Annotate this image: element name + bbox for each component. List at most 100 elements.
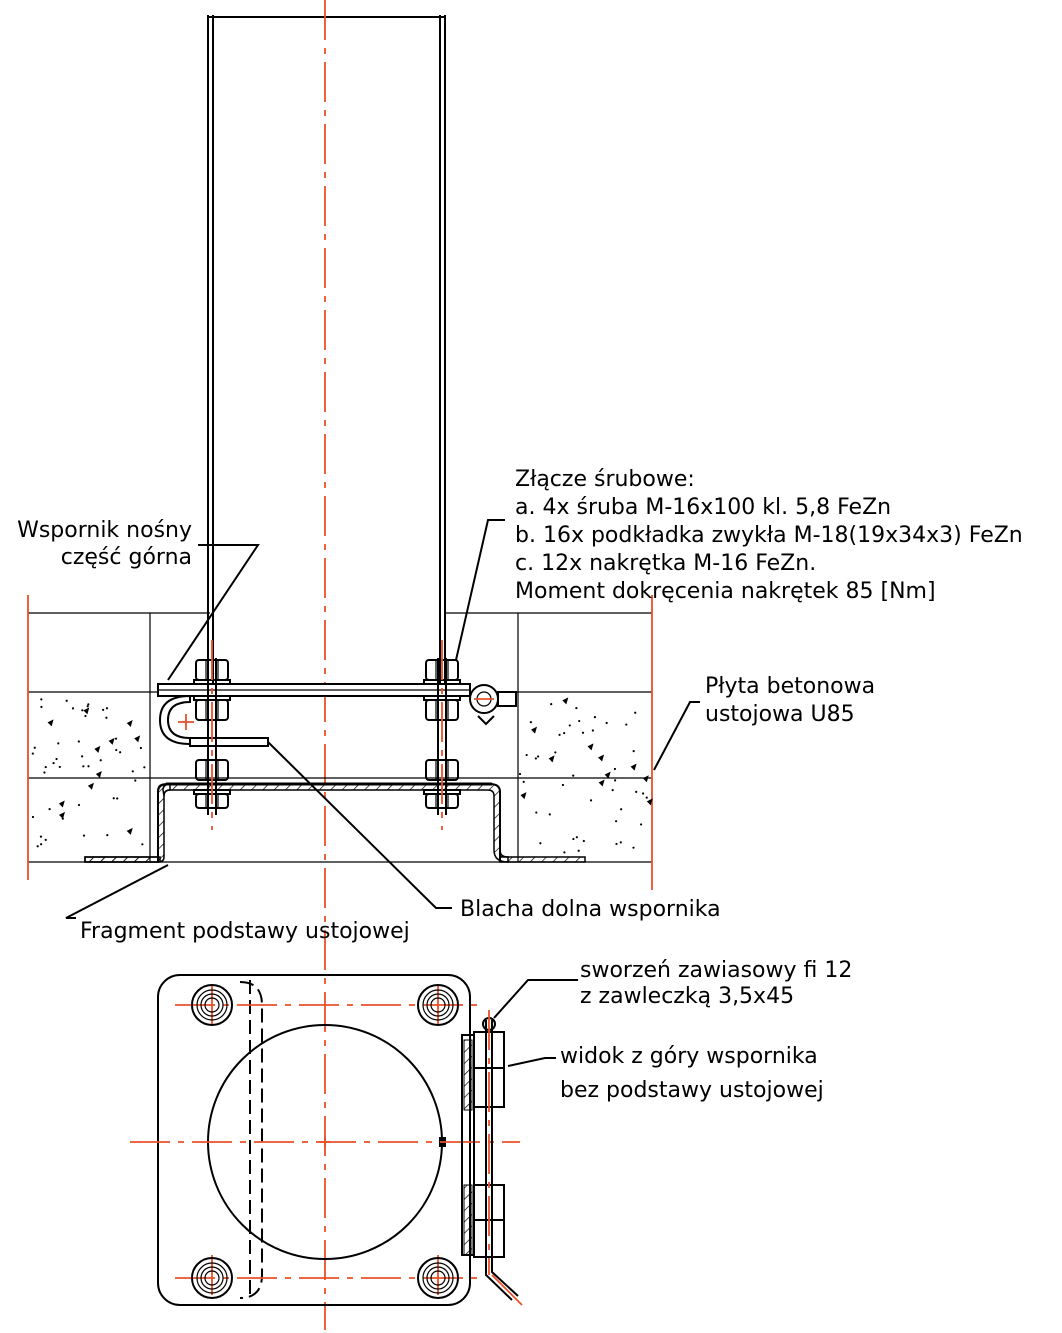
leaders [65,519,700,919]
concrete-speck [99,759,102,762]
washer [423,679,461,685]
concrete-speck [71,707,75,710]
hinge-strip [461,1010,523,1306]
concrete-speck [568,724,571,727]
concrete-speck [61,817,64,820]
concrete-aggregate [83,707,90,715]
bolt-head [191,1257,233,1299]
concrete-speck [634,711,637,714]
concrete-speck [632,846,635,849]
concrete-speck [82,834,86,837]
concrete-speck [593,715,597,719]
concrete-speck [589,799,593,802]
concrete-speck [613,767,617,771]
base-fragment-label: Fragment podstawy ustojowej [80,919,410,944]
concrete-aggregate [598,754,605,762]
concrete-speck [119,751,122,754]
concrete-speck [77,740,80,743]
concrete-speck [578,719,581,723]
bracket-upper-label-1: Wspornik nośny [17,518,192,543]
concrete-speck [522,780,525,783]
concrete-aggregate [630,763,637,771]
concrete-speck [112,797,115,800]
concrete-speck [87,703,90,706]
bolts [193,640,461,830]
concrete-speck [82,765,85,768]
concrete-speck [139,746,142,750]
concrete-speck [645,796,648,799]
concrete-speck [87,765,90,768]
topview-leader [507,1057,556,1067]
top-bolts [191,984,459,1299]
concrete-speck [131,770,134,773]
concrete-aggregate [108,737,115,745]
concrete-speck [39,843,43,846]
bolt-head [191,984,233,1026]
pin-label-1: sworzeń zawiasowy fi 12 [580,958,852,983]
concrete-speck [115,748,118,752]
bolt-axis-marks [178,698,494,730]
concrete-speck [105,707,109,710]
bolt-header: Złącze śrubowe: [515,467,695,492]
concrete-speck [65,699,68,702]
top-view-label-1: widok z góry wspornika [560,1044,818,1069]
bracket-upper-label-2: część górna [61,545,192,570]
concrete-speck [575,706,578,710]
concrete-speck [518,772,522,776]
concrete-speck [81,755,84,758]
concrete-speck [641,792,645,795]
top-plate [157,974,471,1306]
concrete-speck [57,742,60,745]
concrete-aggregate [126,827,133,835]
concrete-speck [539,842,542,845]
concrete-aggregate [646,798,653,806]
concrete-aggregate [47,719,54,727]
concrete-speck [143,766,146,769]
concrete-speck [40,698,43,701]
slab-label-1: Płyta betonowa [705,674,875,699]
lower-plate-label: Blacha dolna wspornika [460,897,721,922]
concrete-speck [86,705,89,708]
concrete-aggregate [126,719,133,727]
concrete-speck [31,815,35,819]
concrete-slab [27,595,653,890]
concrete-speck [36,845,39,848]
concrete-speck [639,823,643,826]
pipe [207,15,446,690]
concrete-aggregate [58,811,65,819]
concrete-speck [40,705,43,709]
concrete-aggregate [94,745,101,753]
concrete-speck [625,723,628,726]
bolt-item-a: a. 4x śruba M-16x100 kl. 5,8 FeZn [515,495,891,520]
bolt-item-b: b. 16x podkładka zwykła M-18(19x34x3) Fe… [515,523,1023,548]
concrete-aggregate [87,782,94,790]
concrete-aggregate [58,800,65,808]
slab-label-2: ustojowa U85 [705,702,855,727]
bolt-head [417,1257,459,1299]
concrete-speck [52,761,55,765]
concrete-speck [632,750,635,753]
concrete-speck [575,836,578,839]
concrete-speck [614,779,617,782]
concrete-speck [572,774,575,777]
concrete-speck [31,752,34,755]
bolt-item-c: c. 12x nakrętka M-16 FeZn. [515,551,816,576]
concrete-aggregate [134,735,141,743]
concrete-speck [102,708,105,711]
concrete-aggregate [548,755,555,763]
concrete-speck [581,731,585,734]
top-view-label-2: bez podstawy ustojowej [560,1078,824,1103]
base-channel [84,782,586,863]
concrete-speck [44,838,47,841]
annotations: Złącze śrubowe: a. 4x śruba M-16x100 kl.… [17,467,1023,1103]
concrete-speck [33,746,36,749]
concrete-speck [105,716,108,719]
concrete-speck [611,789,614,792]
hinge [469,684,517,726]
concrete-speck [116,797,119,800]
concrete-speck [548,813,551,816]
concrete-speck [550,703,553,706]
upper-bracket-plate [157,683,471,747]
